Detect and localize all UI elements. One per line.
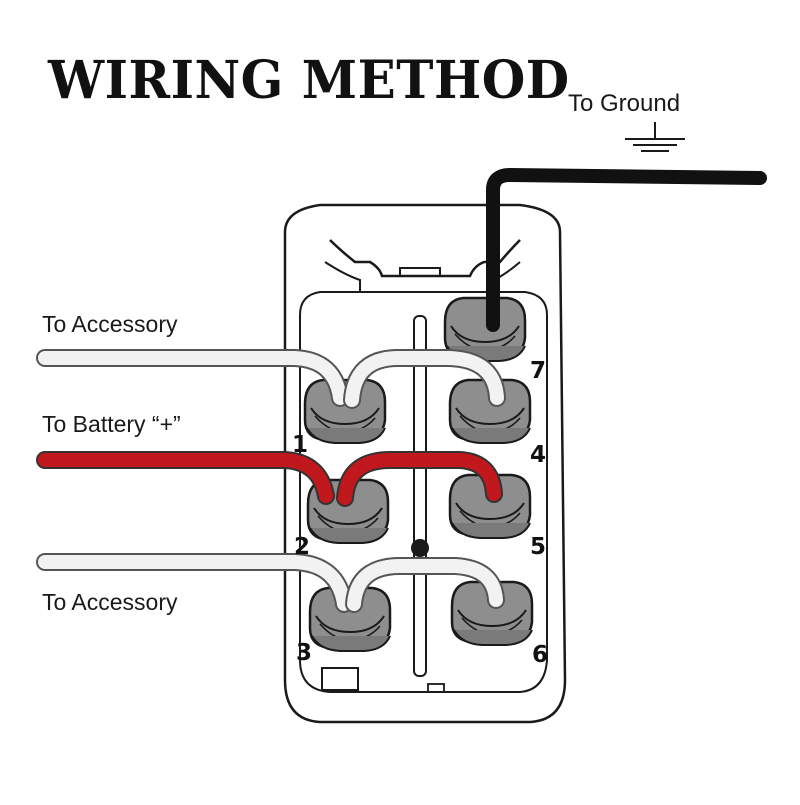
pin-label-6: 6 (532, 642, 548, 668)
label-to-ground: To Ground (568, 90, 681, 117)
pin-label-4: 4 (530, 442, 546, 468)
accessory-wire-top (36, 349, 506, 409)
pin-label-3: 3 (296, 640, 312, 666)
pin-label-7: 7 (530, 358, 546, 384)
accessory-wire-bottom (36, 553, 505, 613)
label-to-accessory-bottom: To Accessory (42, 589, 178, 615)
pin-label-2: 2 (294, 534, 310, 560)
pin-label-1: 1 (292, 432, 308, 458)
pivot-dot (411, 539, 429, 557)
ground-symbol-icon (625, 122, 685, 152)
ground-wire (486, 167, 767, 332)
label-to-battery: To Battery “+” (42, 411, 181, 437)
switch-housing (283, 203, 567, 724)
pin-label-5: 5 (530, 534, 546, 560)
page-title: WIRING METHOD (48, 48, 570, 111)
label-to-accessory-top: To Accessory (42, 311, 178, 337)
battery-wire (36, 451, 503, 507)
